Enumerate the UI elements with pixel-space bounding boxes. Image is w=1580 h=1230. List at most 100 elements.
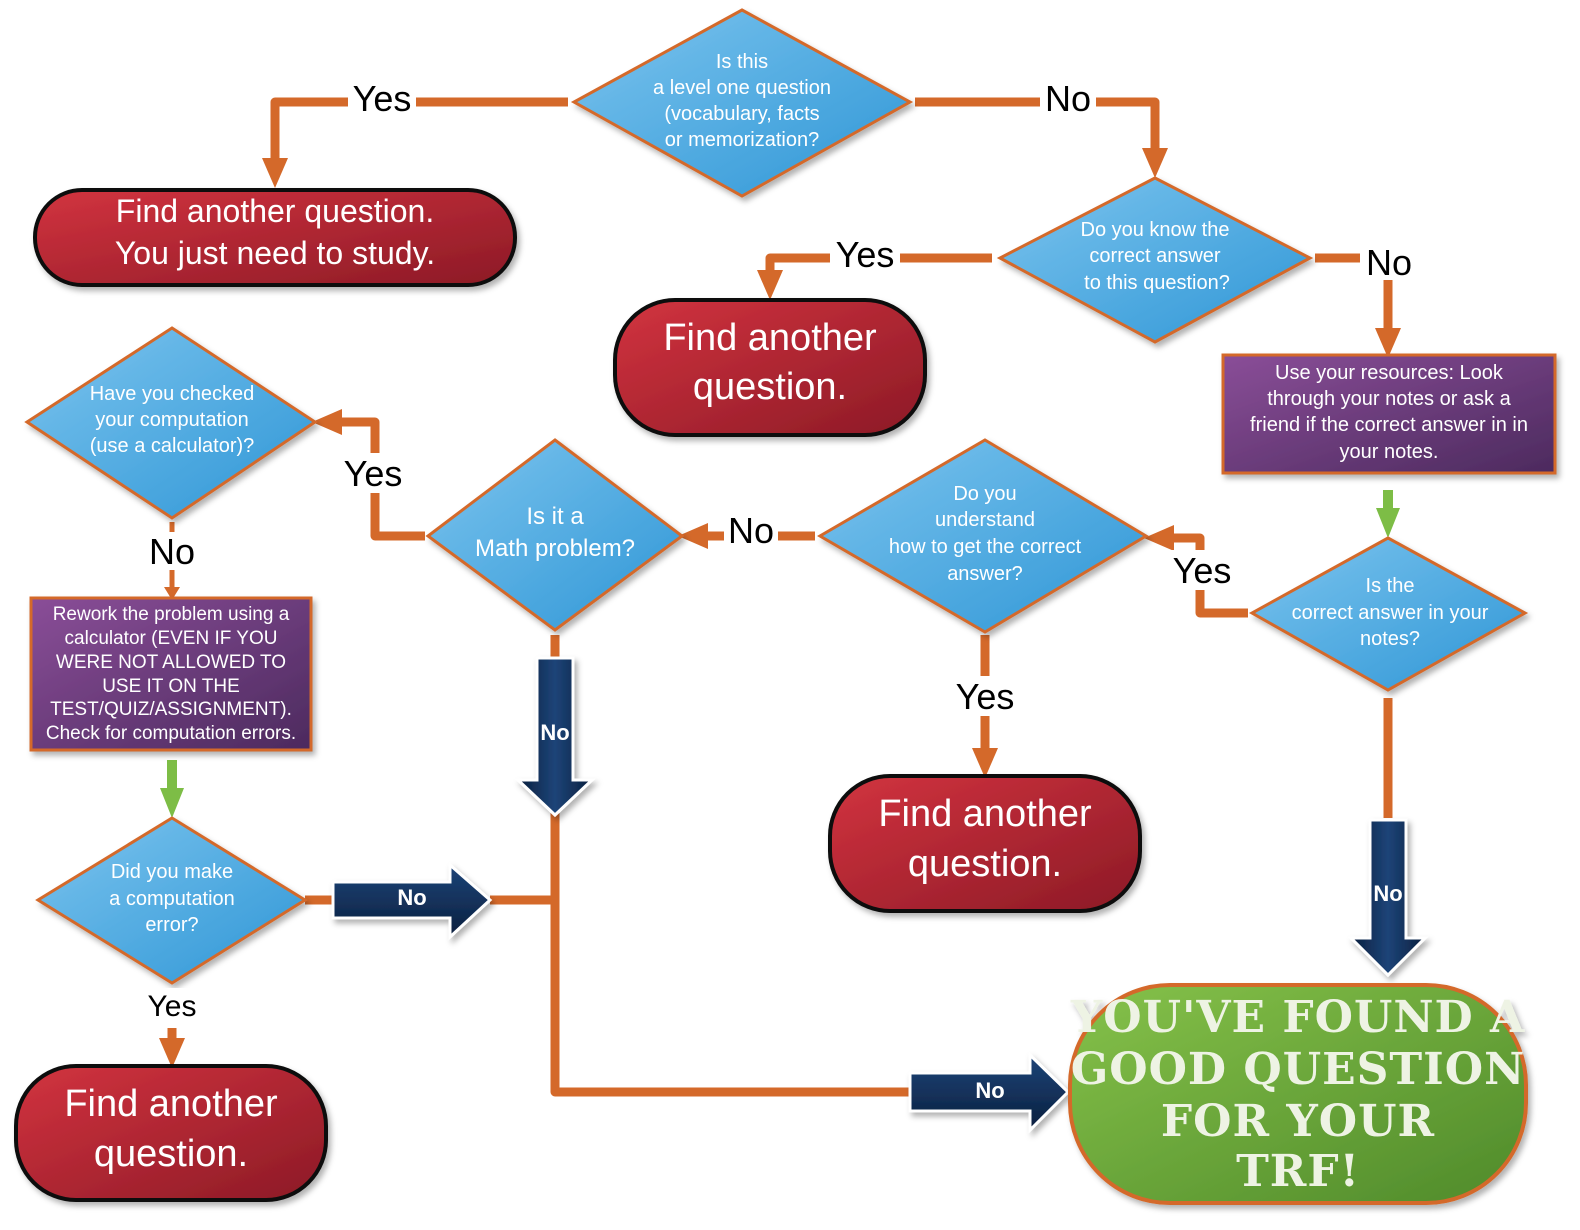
arrowhead-computation-yes <box>159 1038 185 1068</box>
svg-text:Rework the problem using a: Rework the problem using a <box>53 604 290 625</box>
terminal-understand: Find another question. <box>828 774 1142 913</box>
green-arrows <box>160 490 1400 818</box>
branch-labels: Yes No Yes No Yes No No Yes Yes Yes <box>142 78 1416 1024</box>
svg-text:Do you: Do you <box>953 483 1016 505</box>
terminal-understand-line-2: question. <box>908 843 1062 885</box>
decision-level-one <box>570 8 914 198</box>
svg-text:a computation: a computation <box>109 888 235 910</box>
decision-know-answer <box>996 176 1314 344</box>
green-arrowhead-notes <box>1376 508 1400 538</box>
decision-in-notes-text: Is the correct answer in your notes? <box>1292 575 1489 650</box>
svg-text:(use a calculator)?: (use a calculator)? <box>90 435 255 457</box>
label-know-yes: Yes <box>836 234 895 275</box>
goal-line-3: FOR YOUR <box>1161 1096 1435 1147</box>
terminal-computation-line-1: Find another <box>64 1083 278 1125</box>
svg-text:your computation: your computation <box>95 409 248 431</box>
terminal-understand-line-1: Find another <box>878 793 1092 835</box>
label-math-yes: Yes <box>344 453 403 494</box>
decision-understand <box>817 438 1149 634</box>
svg-text:Check for computation errors.: Check for computation errors. <box>46 723 296 744</box>
green-arrowhead-computation <box>160 788 184 818</box>
arrowhead-math <box>678 523 708 549</box>
decision-know-answer-text: Do you know the correct answer to this q… <box>1081 219 1230 294</box>
svg-text:your notes.: your notes. <box>1340 441 1439 463</box>
label-computation-yes: Yes <box>148 990 197 1023</box>
math-no-arrow-label: No <box>540 720 569 745</box>
svg-text:a level one question: a level one question <box>653 77 831 99</box>
label-understand-yes: Yes <box>956 676 1015 717</box>
label-know-no: No <box>1366 242 1412 283</box>
svg-text:correct answer: correct answer <box>1089 245 1220 267</box>
svg-text:(vocabulary, facts: (vocabulary, facts <box>664 103 819 125</box>
svg-text:Is this: Is this <box>716 51 768 73</box>
svg-text:Did you make: Did you make <box>111 861 233 883</box>
arrowhead-understand-yes <box>972 748 998 778</box>
terminal-know-line-1: Find another <box>663 317 877 359</box>
label-level-one-yes: Yes <box>353 78 412 119</box>
connector-level-one-yes <box>270 97 568 160</box>
svg-text:to this question?: to this question? <box>1084 272 1230 294</box>
computation-no-arrow-label: No <box>397 885 426 910</box>
notes-no-arrow-label: No <box>1373 881 1402 906</box>
goal-no-arrow-label: No <box>975 1078 1004 1103</box>
goal-no-arrow <box>908 1051 1071 1134</box>
svg-text:notes?: notes? <box>1360 628 1420 650</box>
svg-text:Do you know the: Do you know the <box>1081 219 1230 241</box>
terminal-computation-line-2: question. <box>94 1133 248 1175</box>
svg-text:USE IT ON THE: USE IT ON THE <box>102 676 240 697</box>
process-resources: Use your resources: Look through your no… <box>1221 353 1557 475</box>
terminal-study-line-1: Find another question. <box>116 193 434 229</box>
svg-text:Math problem?: Math problem? <box>475 535 635 562</box>
connector-know-yes <box>765 253 992 272</box>
terminal-study: Find another question. You just need to … <box>33 188 517 287</box>
arrowhead-resources <box>1375 328 1401 358</box>
goal-line-4: TRF! <box>1236 1146 1360 1197</box>
svg-text:how to get the correct: how to get the correct <box>889 536 1082 558</box>
decision-checked-computation <box>24 326 318 520</box>
svg-text:Have you checked: Have you checked <box>90 383 255 405</box>
decision-math-problem-text: Is it a Math problem? <box>475 503 635 562</box>
svg-text:friend if the correct answer i: friend if the correct answer in in <box>1250 414 1528 436</box>
arrowhead-understand <box>1144 525 1174 551</box>
terminal-computation: Find another question. <box>14 1064 328 1202</box>
label-checked-no: No <box>149 531 195 572</box>
arrowhead-know-yes <box>757 270 783 300</box>
process-rework: Rework the problem using a calculator (E… <box>29 596 313 752</box>
goal-line-1: YOU'VE FOUND A <box>1070 992 1525 1043</box>
terminal-study-line-2: You just need to study. <box>115 235 435 271</box>
goal-line-2: GOOD QUESTION <box>1071 1044 1526 1095</box>
label-level-one-no: No <box>1045 78 1091 119</box>
decision-computation-error-text: Did you make a computation error? <box>109 861 235 936</box>
svg-text:TEST/QUIZ/ASSIGNMENT).: TEST/QUIZ/ASSIGNMENT). <box>50 699 292 720</box>
label-understand-no: No <box>728 510 774 551</box>
terminal-know-line-2: question. <box>693 366 847 408</box>
arrowhead-study <box>262 158 288 188</box>
decision-level-one-text: Is this a level one question (vocabulary… <box>653 51 831 151</box>
math-no-arrow <box>514 656 596 818</box>
svg-text:calculator (EVEN IF YOU: calculator (EVEN IF YOU <box>65 628 278 649</box>
decision-computation-error <box>35 816 308 985</box>
decision-math-problem <box>425 438 685 632</box>
svg-text:Is the: Is the <box>1366 575 1415 597</box>
svg-text:error?: error? <box>145 914 198 936</box>
svg-text:or memorization?: or memorization? <box>665 129 820 151</box>
svg-text:understand: understand <box>935 509 1035 531</box>
connector-level-one-no <box>915 97 1160 150</box>
terminal-know: Find another question. <box>613 298 927 437</box>
decision-in-notes <box>1248 536 1529 692</box>
computation-no-arrow <box>331 861 493 941</box>
connector-arrowheads <box>159 148 1401 1068</box>
arrowhead-checked <box>312 409 342 435</box>
svg-text:through your notes or ask a: through your notes or ask a <box>1267 388 1511 410</box>
goal-terminal: YOU'VE FOUND A GOOD QUESTION FOR YOUR TR… <box>1068 983 1528 1205</box>
arrowhead-know <box>1142 148 1168 178</box>
decision-checked-computation-text: Have you checked your computation (use a… <box>90 383 255 457</box>
svg-text:WERE NOT ALLOWED TO: WERE NOT ALLOWED TO <box>56 652 286 673</box>
svg-text:answer?: answer? <box>947 563 1023 585</box>
svg-text:correct answer in your: correct answer in your <box>1292 602 1489 624</box>
svg-text:Is it a: Is it a <box>526 503 584 530</box>
decision-understand-text: Do you understand how to get the correct… <box>889 483 1082 585</box>
notes-no-arrow <box>1347 818 1429 978</box>
label-notes-yes: Yes <box>1173 550 1232 591</box>
